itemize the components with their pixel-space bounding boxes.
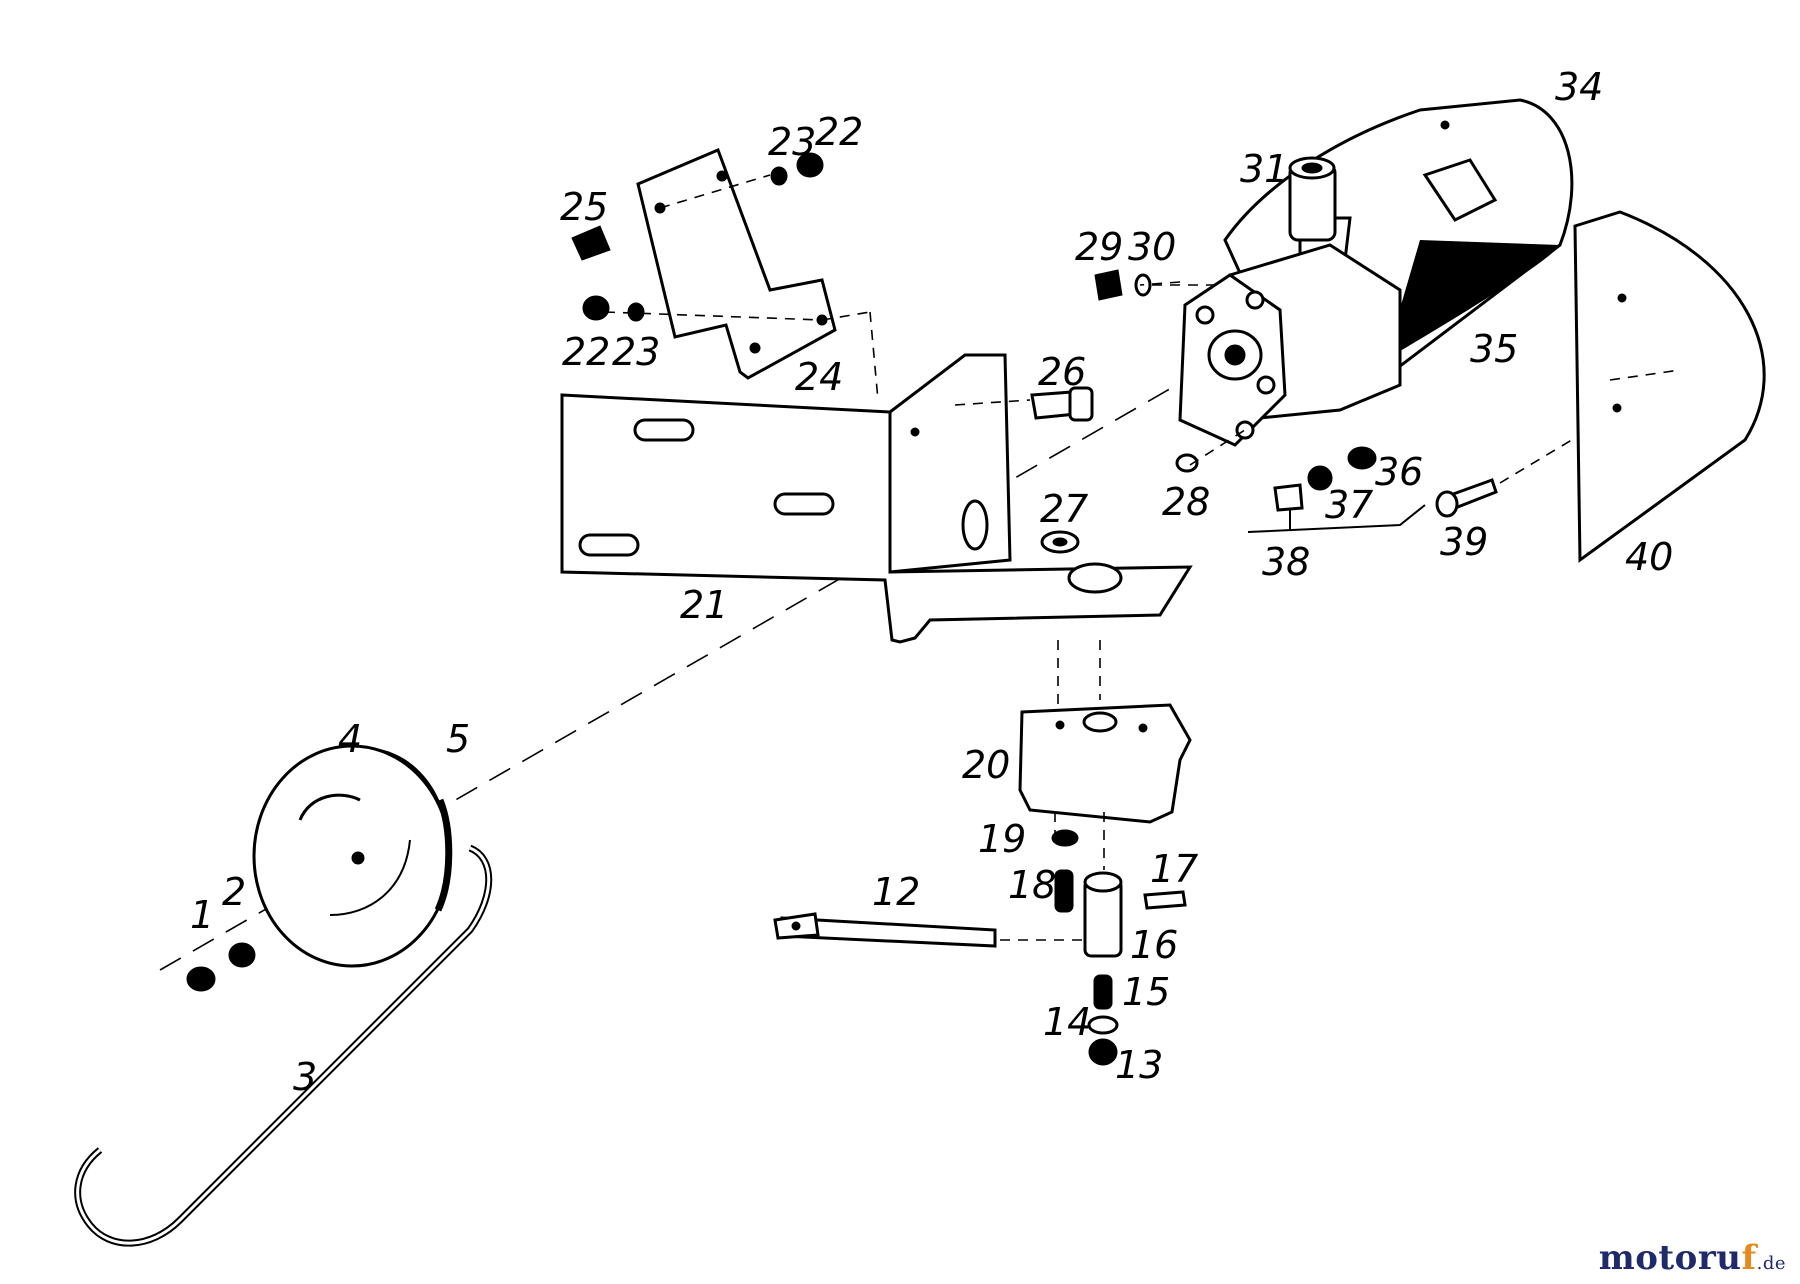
label-22-bottom: 22 bbox=[562, 330, 610, 374]
watermark-tld: .de bbox=[1756, 1253, 1786, 1274]
label-21: 21 bbox=[680, 583, 728, 627]
label-4: 4 bbox=[338, 717, 362, 761]
label-20: 20 bbox=[962, 743, 1010, 787]
label-24: 24 bbox=[795, 355, 843, 399]
part-18-screw bbox=[1054, 869, 1074, 913]
part-12-rod bbox=[773, 912, 997, 948]
label-36: 36 bbox=[1375, 450, 1423, 494]
label-34: 34 bbox=[1555, 65, 1603, 109]
label-27: 27 bbox=[1040, 487, 1088, 531]
part-28-washer bbox=[1175, 453, 1199, 473]
label-39: 39 bbox=[1440, 520, 1488, 564]
label-30: 30 bbox=[1128, 225, 1176, 269]
label-37: 37 bbox=[1325, 483, 1373, 527]
part-19-ring bbox=[1051, 829, 1079, 847]
label-26: 26 bbox=[1038, 350, 1086, 394]
part-labels: 1 2 3 4 5 12 13 14 15 16 17 18 19 20 21 … bbox=[190, 65, 1673, 1099]
label-29: 29 bbox=[1075, 225, 1123, 269]
label-38: 38 bbox=[1262, 540, 1310, 584]
label-3: 3 bbox=[293, 1055, 317, 1099]
label-35: 35 bbox=[1470, 327, 1518, 371]
part-40-cover bbox=[1573, 210, 1766, 563]
part-26-bolt bbox=[1030, 386, 1094, 422]
watermark-brand: motoru bbox=[1598, 1238, 1742, 1278]
part-14-washer bbox=[1087, 1015, 1119, 1035]
part-2-washer bbox=[228, 942, 256, 968]
part-1-nut bbox=[186, 966, 216, 992]
label-17: 17 bbox=[1150, 847, 1198, 891]
part-20-block bbox=[1018, 703, 1192, 824]
part-24-mount-bracket bbox=[636, 148, 837, 380]
label-1: 1 bbox=[190, 893, 214, 937]
hardware-22-23-25 bbox=[571, 152, 824, 322]
label-14: 14 bbox=[1043, 1000, 1091, 1044]
part-4-pulley bbox=[252, 744, 453, 968]
part-16-sleeve bbox=[1083, 871, 1123, 958]
label-23-top: 23 bbox=[768, 120, 816, 164]
label-2: 2 bbox=[222, 870, 246, 914]
part-30-washer bbox=[1134, 273, 1152, 297]
motor-assembly bbox=[1178, 98, 1574, 447]
label-28: 28 bbox=[1162, 480, 1210, 524]
label-19: 19 bbox=[978, 817, 1026, 861]
label-40: 40 bbox=[1625, 535, 1673, 579]
label-22-top: 22 bbox=[815, 110, 863, 154]
part-3-hook bbox=[74, 844, 493, 1247]
label-13: 13 bbox=[1115, 1043, 1163, 1087]
label-15: 15 bbox=[1122, 970, 1170, 1014]
part-15-spring bbox=[1093, 974, 1113, 1010]
label-12: 12 bbox=[872, 870, 920, 914]
label-25: 25 bbox=[560, 185, 608, 229]
hardware-36-37-38 bbox=[1247, 446, 1426, 533]
label-23-bottom: 23 bbox=[612, 330, 660, 374]
part-29-bolt bbox=[1094, 269, 1123, 301]
watermark-logo: motoruf.de bbox=[1599, 1238, 1786, 1278]
label-31: 31 bbox=[1240, 147, 1288, 191]
part-13-nut bbox=[1088, 1038, 1118, 1066]
label-18: 18 bbox=[1008, 863, 1056, 907]
part-17-pin bbox=[1143, 890, 1187, 910]
watermark-accent: f bbox=[1741, 1238, 1757, 1278]
label-5: 5 bbox=[446, 717, 470, 761]
part-39-pin bbox=[1435, 478, 1498, 518]
part-21-bracket bbox=[560, 353, 1193, 644]
label-16: 16 bbox=[1130, 923, 1178, 967]
